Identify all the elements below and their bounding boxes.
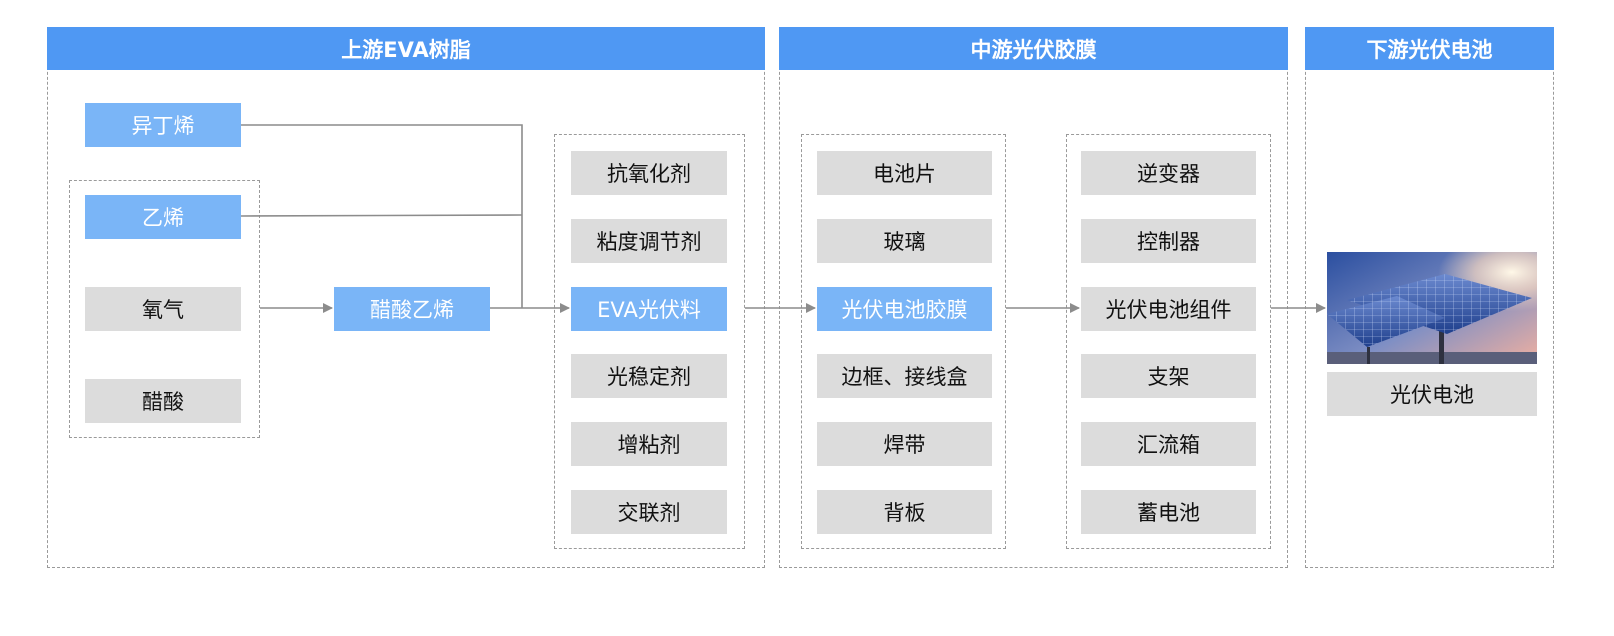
raw-materials-group: [69, 180, 260, 438]
eva-item-tackifier: 增粘剂: [571, 422, 727, 466]
downstream-pv-battery-box: 光伏电池: [1327, 372, 1537, 416]
upstream-title: 上游EVA树脂: [47, 27, 765, 70]
mid-item-backsheet: 背板: [817, 490, 992, 534]
mid-item-combiner-box: 汇流箱: [1081, 422, 1256, 466]
mid-item-storage-battery: 蓄电池: [1081, 490, 1256, 534]
oxygen-box: 氧气: [85, 287, 241, 331]
eva-item-viscosity-regulator: 粘度调节剂: [571, 219, 727, 263]
midstream-title: 中游光伏胶膜: [779, 27, 1288, 70]
eva-item-pv-material: EVA光伏料: [571, 287, 727, 331]
mid-item-frame-junction-box: 边框、接线盒: [817, 354, 992, 398]
mid-item-bracket: 支架: [1081, 354, 1256, 398]
eva-materials-group: [554, 134, 745, 549]
module-materials-group: [801, 134, 1006, 549]
mid-item-inverter: 逆变器: [1081, 151, 1256, 195]
downstream-title: 下游光伏电池: [1305, 27, 1554, 70]
isobutylene-line: [241, 124, 523, 308]
system-components-group: [1066, 134, 1271, 549]
vinyl-acetate-box: 醋酸乙烯: [334, 287, 490, 331]
solar-panel-photo: [1327, 252, 1537, 364]
mid-item-pv-module: 光伏电池组件: [1081, 287, 1256, 331]
mid-item-cell: 电池片: [817, 151, 992, 195]
mid-item-glass: 玻璃: [817, 219, 992, 263]
mid-item-controller: 控制器: [1081, 219, 1256, 263]
isobutylene-box: 异丁烯: [85, 103, 241, 147]
acetic-acid-box: 醋酸: [85, 379, 241, 423]
eva-item-antioxidant: 抗氧化剂: [571, 151, 727, 195]
eva-item-light-stabilizer: 光稳定剂: [571, 354, 727, 398]
ethylene-box: 乙烯: [85, 195, 241, 239]
eva-item-crosslinker: 交联剂: [571, 490, 727, 534]
mid-item-ribbon: 焊带: [817, 422, 992, 466]
ethylene-line: [240, 214, 523, 217]
mid-item-pv-film: 光伏电池胶膜: [817, 287, 992, 331]
